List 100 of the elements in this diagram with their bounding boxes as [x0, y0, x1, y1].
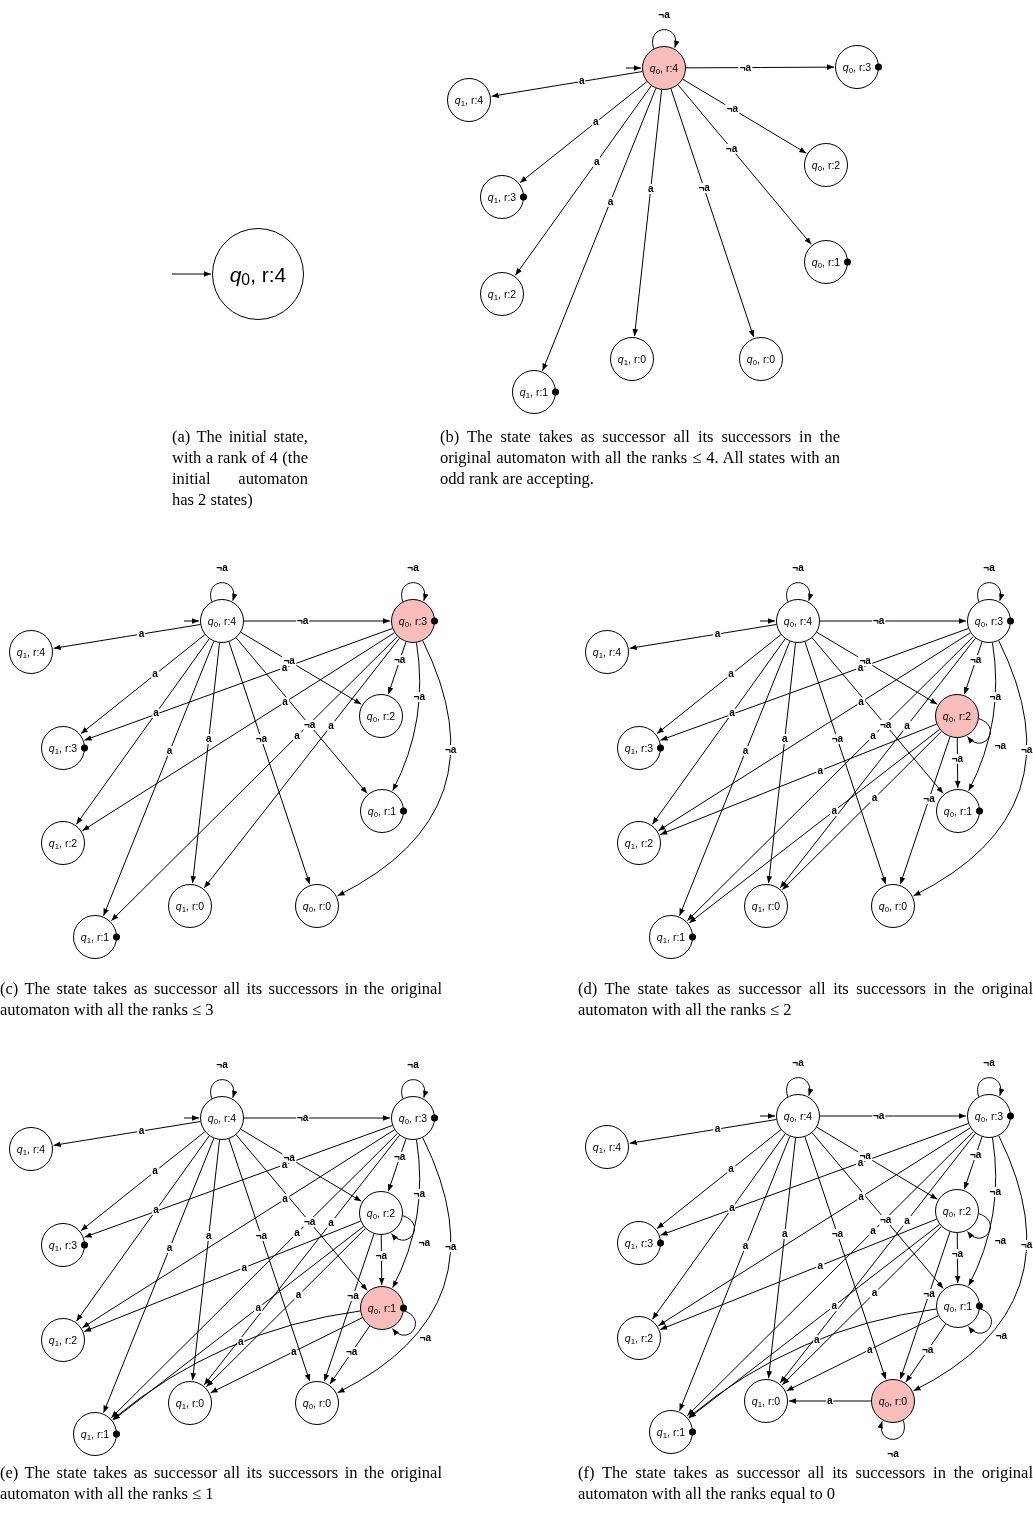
- state-label: q$_{0}$, r:4: [783, 1110, 813, 1122]
- edge-label: a: [830, 805, 838, 816]
- transition-arrow: [519, 81, 648, 184]
- state-label: q$_{1}$, r:2: [48, 1334, 78, 1346]
- transition-arrow: [686, 636, 974, 922]
- edge-label: a: [825, 1396, 834, 1406]
- self-loop-arrow: [967, 1308, 992, 1334]
- edge-label: ¬a: [412, 1188, 426, 1199]
- transition-arrow: [804, 1136, 887, 1380]
- self-loop-arrow: [966, 718, 991, 744]
- edge-label: ¬a: [303, 720, 317, 731]
- edge-label: a: [240, 1262, 249, 1273]
- edge-label: ¬a: [993, 1236, 1008, 1247]
- transition-arrow: [651, 1133, 786, 1320]
- edge-label: a: [592, 156, 601, 167]
- edge-label: a: [151, 1166, 159, 1177]
- transition-arrow: [905, 1323, 947, 1383]
- figure-caption: (e) The state takes as successor all its successors in the original automaton with all the ranks ≤ 1: [0, 1462, 442, 1504]
- edge-label: a: [290, 1346, 298, 1357]
- transition-arrow: [112, 1225, 365, 1421]
- start-arrow: [625, 65, 642, 71]
- state-label: q$_{0}$, r:1: [811, 256, 841, 268]
- edge-label: a: [866, 1344, 874, 1355]
- state-label: q$_{0}$, r:4: [649, 62, 679, 74]
- edge-label: ¬a: [969, 1150, 983, 1161]
- state-label: q$_{0}$, r:3: [842, 61, 872, 73]
- figure-caption: (c) The state takes as successor all its successors in the original automaton with all the ranks ≤ 3: [0, 978, 442, 1020]
- self-loop-arrow: [966, 1213, 991, 1239]
- edge-label: a: [254, 1302, 262, 1313]
- transition-arrow: [913, 1135, 1028, 1392]
- transition-arrow: [323, 1233, 375, 1382]
- state-label: q$_{1}$, r:4: [16, 646, 46, 658]
- state-label: q$_{0}$, r:4: [207, 615, 237, 627]
- transition-arrow: [781, 1226, 942, 1386]
- edge-label: ¬a: [871, 616, 886, 626]
- edge-label: ¬a: [215, 563, 229, 573]
- edge-label: ¬a: [393, 655, 407, 666]
- transition-arrow: [203, 1134, 400, 1386]
- edge-label: a: [870, 1288, 879, 1299]
- edge-label: a: [869, 1226, 877, 1237]
- state-label: q$_{0}$, r:2: [811, 159, 841, 171]
- transition-arrow: [688, 1308, 937, 1418]
- transition-arrow: [110, 1133, 398, 1419]
- transition-arrow: [688, 1223, 941, 1419]
- edge-label: ¬a: [406, 563, 420, 573]
- edge-label: ¬a: [406, 1060, 420, 1070]
- state-label: q$_{1}$, r:1: [656, 1426, 686, 1438]
- self-loop-arrow: [401, 1079, 428, 1100]
- self-loop-arrow: [210, 1079, 237, 1100]
- self-loop-arrow: [391, 1310, 416, 1336]
- edge-label: ¬a: [295, 1113, 310, 1123]
- self-loop-arrow: [401, 582, 428, 603]
- transition-arrow: [240, 631, 362, 705]
- edge-label: ¬a: [374, 1251, 389, 1262]
- state-label: q$_{0}$, r:0: [302, 1397, 332, 1409]
- state-label: q$_{1}$, r:0: [175, 1397, 205, 1409]
- edge-label: ¬a: [920, 1345, 935, 1356]
- edge-label: a: [741, 746, 750, 757]
- state-label: q$_{0}$, r:0: [878, 1395, 908, 1407]
- edge-label: a: [204, 1231, 213, 1242]
- transition-arrow: [688, 728, 941, 924]
- state-label: q$_{1}$, r:1: [519, 386, 549, 398]
- edge-label: ¬a: [1020, 1239, 1033, 1250]
- edge-label: ¬a: [725, 103, 740, 114]
- state-label: q$_{1}$, r:3: [487, 191, 517, 203]
- edge-label: ¬a: [922, 1288, 936, 1299]
- transition-arrow: [811, 637, 944, 794]
- edge-label: a: [646, 183, 655, 194]
- edge-label: ¬a: [417, 1238, 432, 1249]
- edge-label: ¬a: [444, 1241, 458, 1252]
- state-label: q$_{0}$, r:1: [367, 1302, 397, 1314]
- edge-label: a: [151, 669, 159, 680]
- edge-label: ¬a: [444, 744, 458, 755]
- state-label: q$_{0}$, r:4: [229, 263, 287, 285]
- transition-arrow: [779, 637, 976, 889]
- transition-arrow: [657, 632, 971, 832]
- transition-arrow: [81, 1129, 395, 1329]
- transition-arrow: [786, 1315, 939, 1392]
- edge-label: a: [857, 697, 865, 708]
- edge-label: a: [727, 669, 735, 680]
- transition-arrow: [53, 624, 201, 650]
- state-label: q$_{0}$, r:0: [302, 900, 332, 912]
- transition-arrow: [629, 1119, 777, 1145]
- transition-arrow: [660, 628, 969, 741]
- transition-arrow: [819, 618, 967, 624]
- edge-label: ¬a: [412, 691, 426, 702]
- transition-arrow: [804, 641, 887, 885]
- edge-label: a: [857, 1192, 865, 1203]
- state-label: q$_{0}$, r:4: [207, 1112, 237, 1124]
- transition-arrow: [110, 636, 398, 922]
- edge-label: a: [727, 1164, 735, 1175]
- edge-label: a: [713, 629, 722, 640]
- state-label: q$_{0}$, r:3: [974, 1110, 1004, 1122]
- transition-arrow: [190, 642, 221, 884]
- state-label: q$_{1}$, r:3: [624, 742, 654, 754]
- edge-label: a: [137, 1126, 146, 1137]
- state-label: q$_{0}$, r:1: [367, 805, 397, 817]
- edge-label: ¬a: [724, 143, 739, 154]
- start-arrow: [759, 1113, 776, 1119]
- state-label: q$_{1}$, r:3: [624, 1237, 654, 1249]
